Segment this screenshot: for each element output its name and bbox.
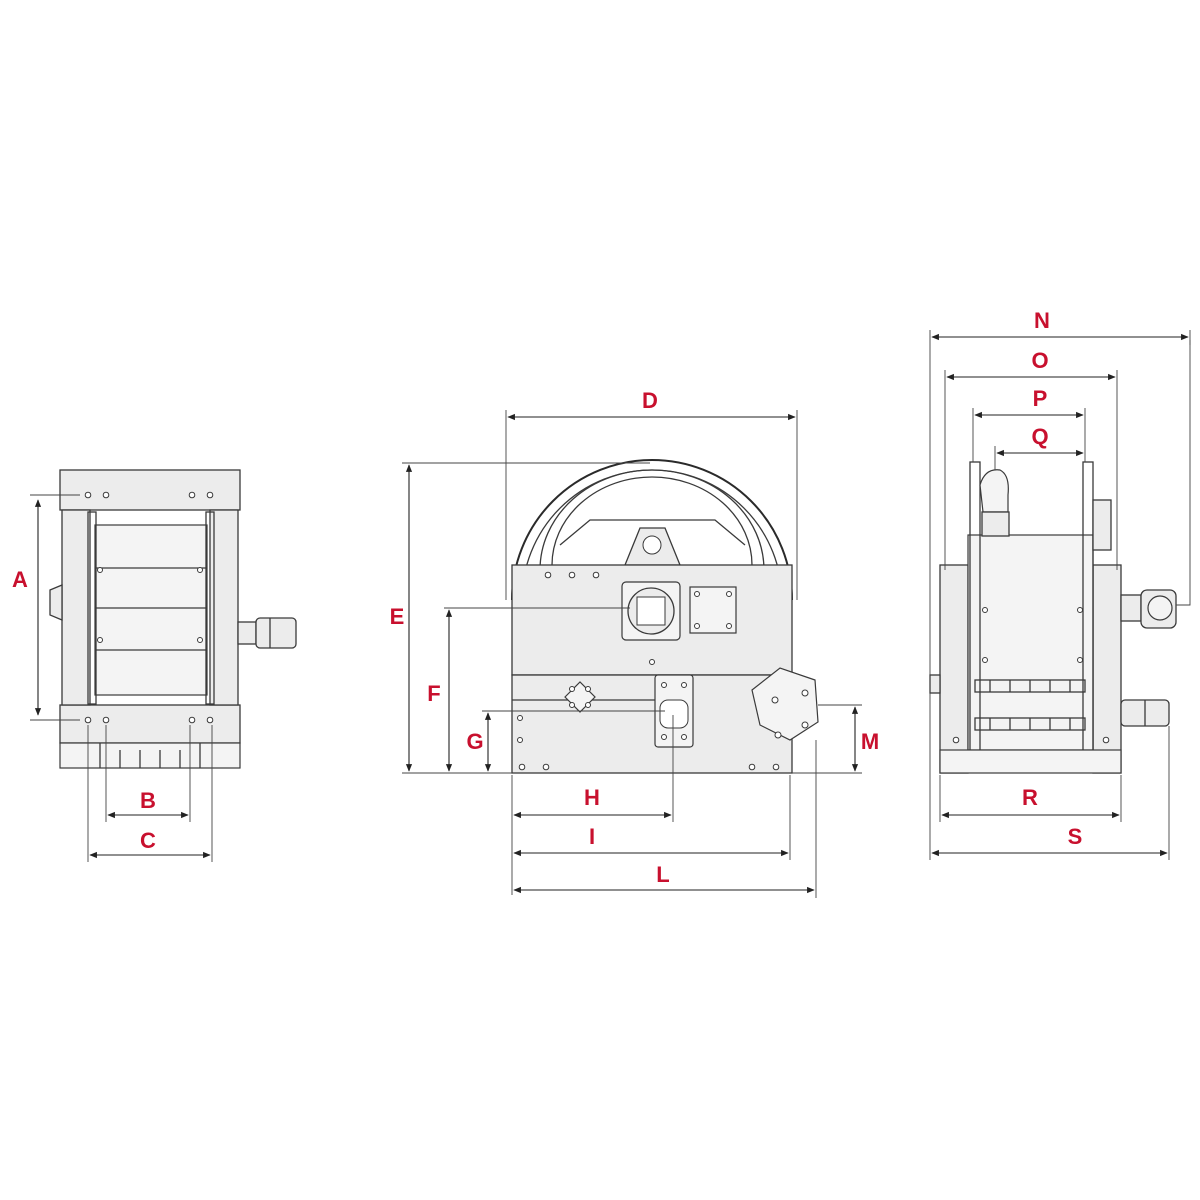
side-view	[929, 330, 1191, 860]
front-view	[402, 410, 862, 898]
label-L: L	[656, 862, 669, 887]
label-E: E	[390, 604, 405, 629]
label-B: B	[140, 788, 156, 813]
top-view	[30, 469, 297, 862]
label-C: C	[140, 828, 156, 853]
label-Q: Q	[1031, 424, 1048, 449]
label-D: D	[642, 388, 658, 413]
label-R: R	[1022, 785, 1038, 810]
label-G: G	[466, 729, 483, 754]
label-A: A	[12, 567, 28, 592]
label-M: M	[861, 729, 879, 754]
label-O: O	[1031, 348, 1048, 373]
label-S: S	[1068, 824, 1083, 849]
label-P: P	[1033, 386, 1048, 411]
label-F: F	[427, 681, 440, 706]
label-H: H	[584, 785, 600, 810]
label-I: I	[589, 824, 595, 849]
dimension-labels: A B C D E F G H I L M N O P Q R S	[12, 308, 1082, 887]
label-N: N	[1034, 308, 1050, 333]
